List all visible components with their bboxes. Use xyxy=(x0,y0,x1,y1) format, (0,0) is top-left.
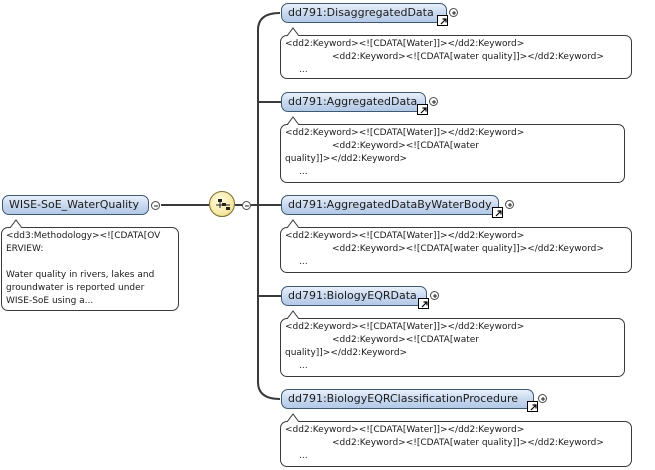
annotation-pointer xyxy=(287,310,300,319)
collapse-icon[interactable] xyxy=(151,201,160,210)
child-element-node[interactable]: dd791:DisaggregatedData xyxy=(281,3,447,23)
annotation-line: ... xyxy=(299,451,308,461)
annotation-line: ERVIEW: xyxy=(6,244,44,254)
child-annotation: <dd2:Keyword><![CDATA[Water]]></dd2:Keyw… xyxy=(280,421,632,467)
reference-link-icon[interactable] xyxy=(437,15,448,26)
child-element-node[interactable]: dd791:BiologyEQRData xyxy=(281,286,427,306)
annotation-line: <dd2:Keyword><![CDATA[water quality]]></… xyxy=(332,244,604,254)
annotation-pointer xyxy=(287,219,300,228)
annotation-line: groundwater is reported under xyxy=(6,283,145,293)
collapse-icon[interactable] xyxy=(242,201,251,210)
annotation-line: <dd2:Keyword><![CDATA[water xyxy=(332,335,479,345)
child-annotation: <dd2:Keyword><![CDATA[Water]]></dd2:Keyw… xyxy=(280,124,625,183)
child-annotation: <dd2:Keyword><![CDATA[Water]]></dd2:Keyw… xyxy=(280,227,632,273)
child-element-node[interactable]: dd791:AggregatedDataByWaterBody xyxy=(281,195,499,215)
annotation-line: ... xyxy=(299,257,308,267)
child-element-node[interactable]: dd791:BiologyEQRClassificationProcedure xyxy=(281,389,534,409)
reference-link-icon[interactable] xyxy=(527,401,538,412)
root-element-node[interactable]: WISE-SoE_WaterQuality xyxy=(2,195,149,215)
annotation-line: ... xyxy=(299,167,308,177)
annotation-line: <dd2:Keyword><![CDATA[Water]]></dd2:Keyw… xyxy=(285,425,525,435)
child-annotation: <dd2:Keyword><![CDATA[Water]]></dd2:Keyw… xyxy=(280,318,625,377)
annotation-line: <dd3:Methodology><![CDATA[OV xyxy=(6,231,161,241)
annotation-line: quality]]></dd2:Keyword> xyxy=(285,154,408,164)
child-annotation: <dd2:Keyword><![CDATA[Water]]></dd2:Keyw… xyxy=(280,35,632,79)
annotation-line: <dd2:Keyword><![CDATA[water quality]]></… xyxy=(332,52,604,62)
annotation-line: <dd2:Keyword><![CDATA[Water]]></dd2:Keyw… xyxy=(285,322,525,332)
annotation-line: <dd2:Keyword><![CDATA[water quality]]></… xyxy=(332,438,604,448)
reference-link-icon[interactable] xyxy=(418,298,429,309)
expand-icon[interactable] xyxy=(429,97,438,106)
annotation-pointer xyxy=(287,27,300,36)
annotation-line: <dd2:Keyword><![CDATA[water xyxy=(332,141,479,151)
annotation-line xyxy=(6,256,174,269)
annotation-line: Water quality in rivers, lakes and xyxy=(6,270,155,280)
annotation-line: quality]]></dd2:Keyword> xyxy=(285,348,408,358)
annotation-line: ... xyxy=(299,361,308,371)
reference-link-icon[interactable] xyxy=(417,104,428,115)
annotation-pointer xyxy=(10,219,23,228)
root-annotation: <dd3:Methodology><![CDATA[OV ERVIEW: Wate… xyxy=(1,227,179,311)
annotation-line: <dd2:Keyword><![CDATA[Water]]></dd2:Keyw… xyxy=(285,39,525,49)
expand-icon[interactable] xyxy=(449,8,458,17)
expand-icon[interactable] xyxy=(505,200,514,209)
annotation-line: WISE-SoE using a... xyxy=(6,296,94,306)
annotation-line: <dd2:Keyword><![CDATA[Water]]></dd2:Keyw… xyxy=(285,128,525,138)
annotation-pointer xyxy=(287,116,300,125)
annotation-line: <dd2:Keyword><![CDATA[Water]]></dd2:Keyw… xyxy=(285,231,525,241)
sequence-compositor-icon[interactable] xyxy=(209,191,235,217)
reference-link-icon[interactable] xyxy=(492,207,503,218)
annotation-pointer xyxy=(287,413,300,422)
expand-icon[interactable] xyxy=(430,291,439,300)
annotation-line: ... xyxy=(299,65,308,75)
expand-icon[interactable] xyxy=(538,394,547,403)
child-element-node[interactable]: dd791:AggregatedData xyxy=(281,92,426,112)
